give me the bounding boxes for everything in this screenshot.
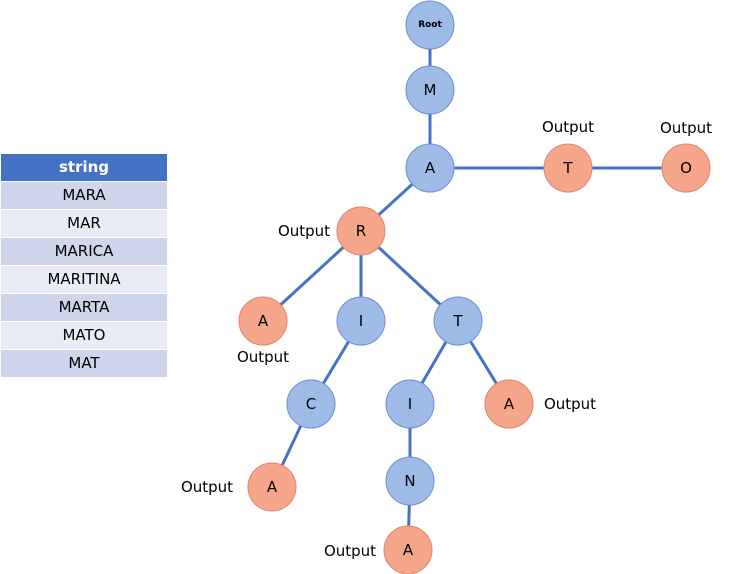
node-circle-a3 — [484, 379, 534, 429]
output-label-t1: Output — [542, 118, 594, 136]
node-label-a2: A — [258, 312, 269, 330]
node-label-root: Root — [418, 20, 442, 30]
node-a: A — [405, 143, 455, 193]
node-circle-m — [405, 65, 455, 115]
node-t1: T — [543, 143, 593, 193]
output-label-a4: Output — [181, 478, 233, 496]
node-label-i1: I — [359, 312, 363, 330]
edges-layer — [261, 25, 686, 551]
node-label-a5: A — [403, 541, 414, 559]
string-table: string MARA MAR MARICA MARITINA MARTA MA… — [1, 154, 167, 378]
table-row: MARITINA — [1, 266, 167, 294]
output-label-a5: Output — [324, 542, 376, 560]
table-row: MAT — [1, 350, 167, 378]
node-circle-o — [661, 143, 711, 193]
table-row: MATO — [1, 322, 167, 350]
node-label-n: N — [404, 472, 415, 490]
output-label-o: Output — [660, 119, 712, 137]
node-label-i2: I — [408, 395, 412, 413]
node-circle-t1 — [543, 143, 593, 193]
output-label-r: Output — [278, 222, 330, 240]
node-n: N — [385, 456, 435, 506]
node-o: O — [661, 143, 711, 193]
node-circle-c — [286, 379, 336, 429]
node-label-m: M — [424, 81, 437, 99]
table-row: MARTA — [1, 294, 167, 322]
node-label-a3: A — [504, 395, 515, 413]
node-circle-root — [405, 0, 455, 50]
node-i1: I — [336, 296, 386, 346]
node-circle-a2 — [238, 296, 288, 346]
node-circle-a4 — [247, 462, 297, 512]
table-row: MARICA — [1, 238, 167, 266]
node-a5: A — [383, 525, 433, 574]
node-circle-t2 — [433, 296, 483, 346]
node-a3: A — [484, 379, 534, 429]
node-label-r: R — [356, 222, 366, 240]
table-header: string — [1, 154, 167, 182]
node-circle-a — [405, 143, 455, 193]
node-label-a4: A — [267, 478, 278, 496]
output-label-a3: Output — [544, 395, 596, 413]
node-i2: I — [385, 379, 435, 429]
node-label-t2: T — [452, 312, 463, 330]
output-label-a2: Output — [237, 348, 289, 366]
node-label-a: A — [425, 159, 436, 177]
node-circle-a5 — [383, 525, 433, 574]
node-r: R — [336, 206, 386, 256]
node-a2: A — [238, 296, 288, 346]
node-c: C — [286, 379, 336, 429]
node-root: Root — [405, 0, 455, 50]
node-t2: T — [433, 296, 483, 346]
node-circle-i1 — [336, 296, 386, 346]
node-label-t1: T — [562, 159, 573, 177]
node-circle-n — [385, 456, 435, 506]
table-row: MARA — [1, 182, 167, 210]
table-row: MAR — [1, 210, 167, 238]
node-label-c: C — [306, 395, 316, 413]
node-circle-i2 — [385, 379, 435, 429]
node-circle-r — [336, 206, 386, 256]
node-a4: A — [247, 462, 297, 512]
node-label-o: O — [680, 159, 692, 177]
node-m: M — [405, 65, 455, 115]
